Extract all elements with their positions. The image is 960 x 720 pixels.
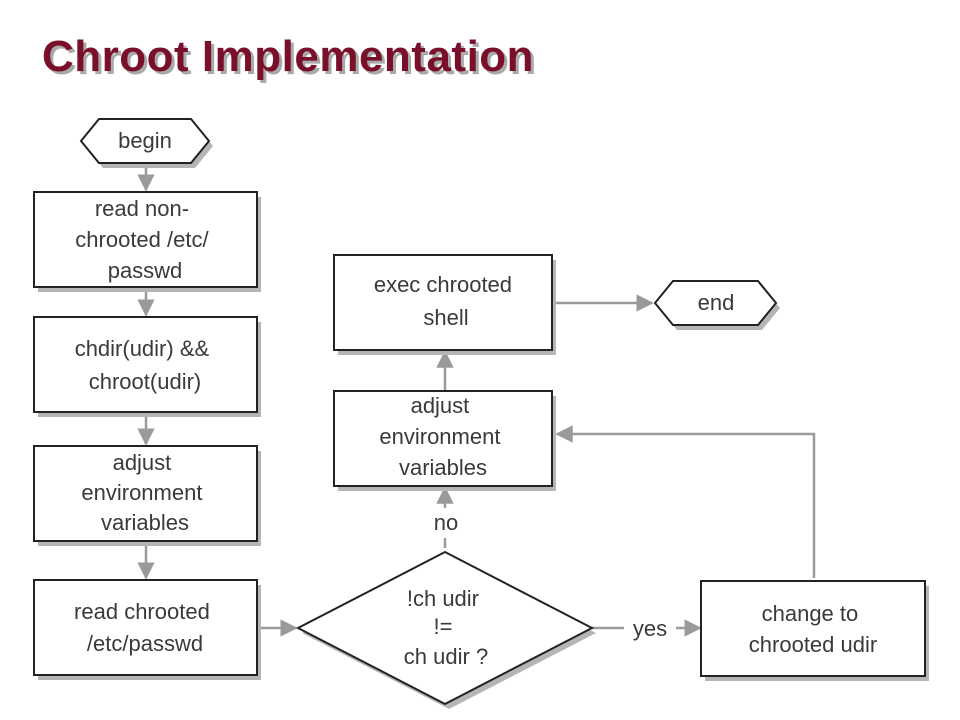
svg-text:adjust environment: adjust environment variables: [379, 393, 506, 480]
adjust-env-mid-line-2: environment: [379, 424, 500, 449]
adjust-env-left-line-1: adjust: [113, 450, 172, 475]
end-node: end: [653, 280, 780, 330]
adjust-env-left-line-3: variables: [101, 510, 189, 535]
chdir-chroot-box: chdir(udir) && chroot(udir): [33, 316, 261, 417]
change-udir-line-2: chrooted udir: [749, 632, 877, 657]
adjust-env-left-line-2: environment: [81, 480, 202, 505]
adjust-env-mid-line-1: adjust: [411, 393, 470, 418]
adjust-env-mid-line-3: variables: [399, 455, 487, 480]
svg-text:chdir(udir) && chroot(ud: chdir(udir) && chroot(udir): [75, 336, 216, 394]
svg-text:!ch udir != ch udi: !ch udir != ch udir ?: [404, 586, 488, 669]
change-udir-line-1: change to: [762, 601, 859, 626]
read-chrooted-line-2: /etc/passwd: [87, 631, 203, 656]
begin-label: begin: [118, 128, 172, 153]
change-udir-box: change to chrooted udir: [700, 580, 929, 681]
begin-node: begin: [79, 118, 213, 168]
svg-text:adjust environment: adjust environment variables: [81, 450, 208, 535]
exec-shell-box: exec chrooted shell: [333, 254, 556, 355]
no-label: no: [434, 510, 458, 535]
edge-change-to-adjust: [555, 425, 816, 578]
svg-text:change to chrooted udir: change to chrooted udir: [749, 601, 877, 657]
svg-text:exec chrooted shell: exec chrooted shell: [374, 272, 518, 330]
read-nonchrooted-line-3: passwd: [108, 258, 183, 283]
read-chrooted-line-1: read chrooted: [74, 599, 210, 624]
decision-diamond: !ch udir != ch udir ?: [295, 550, 596, 709]
chdir-chroot-line-2: chroot(udir): [89, 369, 201, 394]
chdir-chroot-line-1: chdir(udir) &&: [75, 336, 210, 361]
connectors: [137, 165, 816, 637]
read-nonchrooted-line-1: read non-: [95, 196, 189, 221]
decision-line-2: !=: [433, 614, 452, 639]
end-label: end: [698, 290, 735, 315]
read-nonchrooted-line-2: chrooted /etc/: [75, 227, 209, 252]
adjust-env-left-box: adjust environment variables: [33, 445, 261, 546]
exec-shell-line-1: exec chrooted: [374, 272, 512, 297]
yes-label: yes: [633, 616, 667, 641]
svg-text:read non- chrooted /etc/: read non- chrooted /etc/ passwd: [75, 196, 214, 283]
adjust-env-mid-box: adjust environment variables: [333, 390, 556, 491]
read-chrooted-box: read chrooted /etc/passwd: [33, 579, 261, 680]
slide-title: Chroot Implementation: [42, 32, 535, 81]
read-nonchrooted-box: read non- chrooted /etc/ passwd: [33, 191, 261, 292]
decision-line-3: ch udir ?: [404, 644, 488, 669]
exec-shell-line-2: shell: [423, 305, 468, 330]
decision-line-1: !ch udir: [407, 586, 479, 611]
svg-text:read chrooted /etc/passw: read chrooted /etc/passwd: [74, 599, 216, 656]
